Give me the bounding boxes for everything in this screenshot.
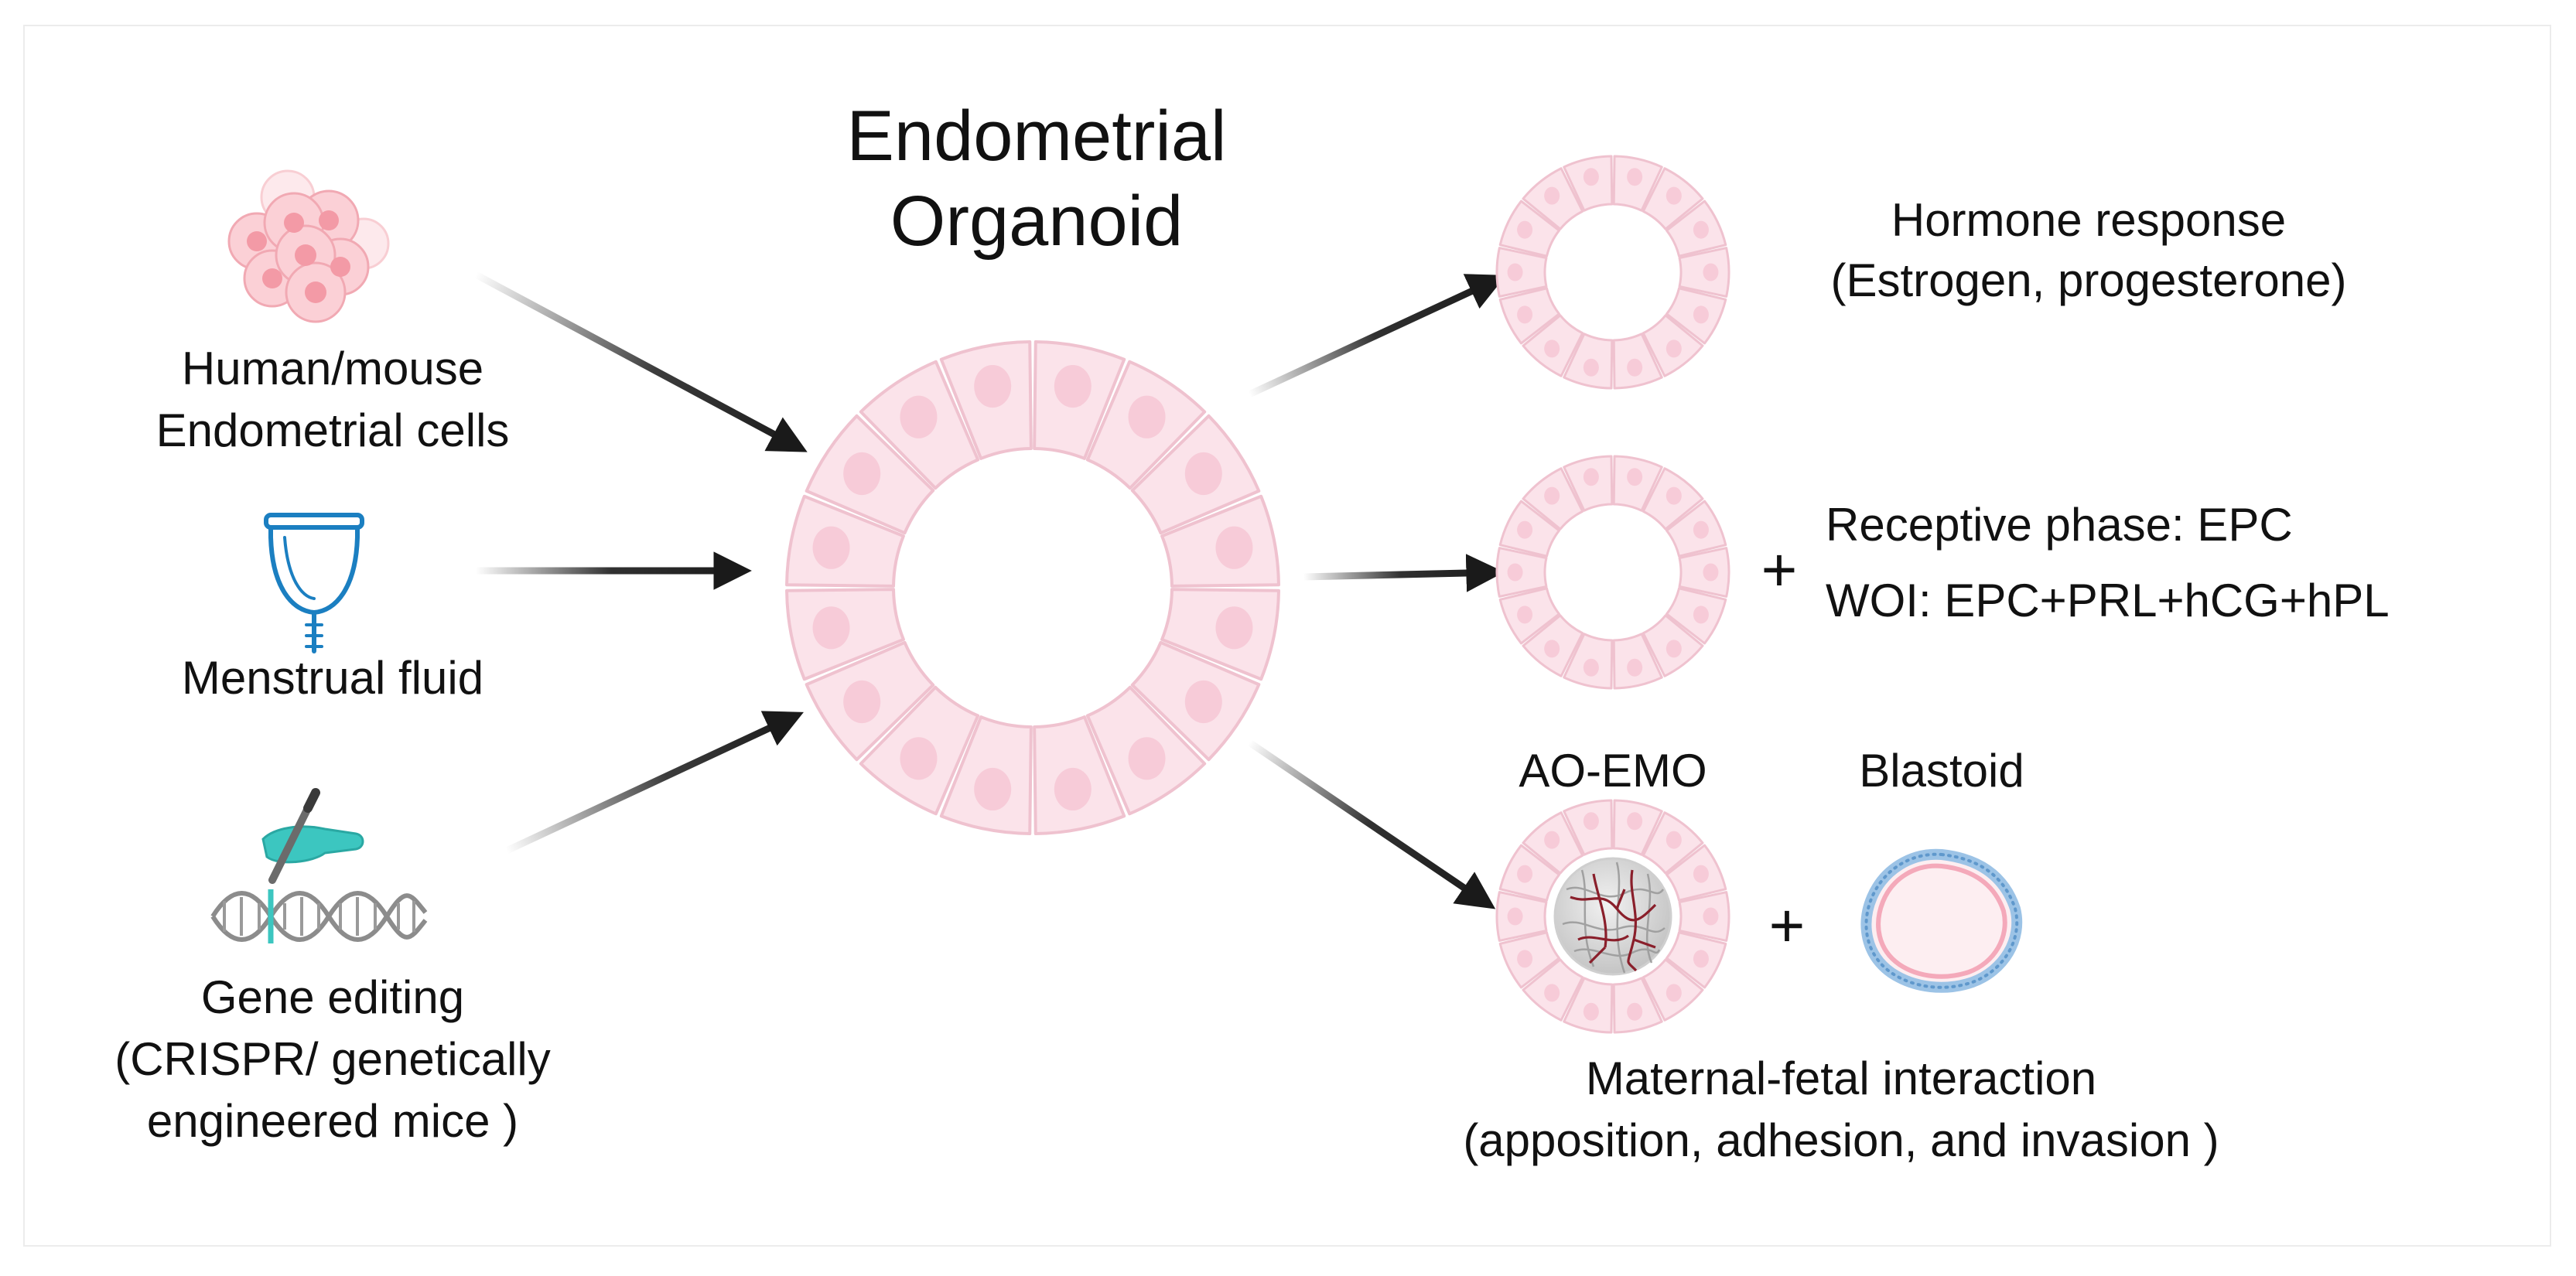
arrow-to-maternal-fetal bbox=[1247, 739, 1496, 909]
cell-nucleus bbox=[1666, 640, 1682, 658]
cell-nucleus bbox=[1517, 220, 1533, 239]
endometrial-cells-cluster-icon bbox=[227, 169, 390, 323]
cell-nucleus bbox=[1666, 339, 1682, 358]
cell-nucleus bbox=[1517, 950, 1533, 968]
cell-nucleus bbox=[1666, 186, 1682, 205]
cell-nucleus bbox=[1544, 486, 1560, 505]
title-line-1: Endometrial bbox=[846, 97, 1227, 176]
cell-nucleus bbox=[1703, 563, 1719, 582]
cell-nucleus bbox=[1544, 831, 1560, 849]
endometrial-organoid-large bbox=[785, 340, 1280, 835]
cell-nucleus bbox=[1583, 358, 1599, 377]
hormone-label-line-2: (Estrogen, progesterone) bbox=[1830, 254, 2347, 306]
arrow-to-receptive-phase bbox=[1303, 554, 1505, 592]
cell-nucleus bbox=[1507, 907, 1523, 926]
fluid-label: Menstrual fluid bbox=[181, 652, 484, 704]
cell-nucleus bbox=[1693, 606, 1709, 624]
cell-nucleus bbox=[900, 737, 938, 780]
cell-nucleus bbox=[1517, 520, 1533, 539]
gene-label-line-2: (CRISPR/ genetically bbox=[114, 1033, 551, 1085]
cell-nucleus bbox=[1627, 812, 1643, 831]
plus-sign-receptive: + bbox=[1761, 535, 1798, 604]
maternal-label-line-2: (apposition, adhesion, and invasion ) bbox=[1463, 1114, 2219, 1166]
cell-nucleus bbox=[1583, 468, 1599, 486]
title-line-2: Organoid bbox=[890, 182, 1184, 261]
cell-nucleus bbox=[1517, 305, 1533, 324]
cell-nucleus bbox=[1627, 658, 1643, 677]
cell-nucleus bbox=[1544, 339, 1560, 358]
cell-nucleus bbox=[1544, 186, 1560, 205]
maternal-label-line-1: Maternal-fetal interaction bbox=[1585, 1053, 2097, 1104]
cell-nucleus bbox=[1583, 812, 1599, 831]
organoid-receptive-phase bbox=[1495, 455, 1730, 690]
arrow-gene-to-organoid bbox=[505, 711, 804, 855]
cells-label-line-1: Human/mouse bbox=[181, 343, 484, 394]
cell-nucleus bbox=[1627, 168, 1643, 186]
gene-label-line-3: engineered mice ) bbox=[146, 1095, 519, 1147]
cell-nucleus bbox=[1507, 263, 1523, 281]
cell-nucleus bbox=[1627, 468, 1643, 486]
cell-nucleus bbox=[1128, 737, 1166, 780]
menstrual-cup-icon bbox=[264, 513, 364, 653]
cell-nucleus bbox=[1693, 220, 1709, 239]
cell-nucleus bbox=[843, 680, 881, 724]
receptive-label-line-2: WOI: EPC+PRL+hCG+hPL bbox=[1826, 575, 2390, 626]
cell-nucleus bbox=[1703, 907, 1719, 926]
cell-nucleus bbox=[1128, 395, 1166, 438]
cell-nucleus bbox=[974, 364, 1012, 408]
cell-nucleus bbox=[1583, 658, 1599, 677]
cell-nucleus bbox=[974, 767, 1012, 811]
cell-nucleus bbox=[1583, 168, 1599, 186]
plus-sign-maternal: + bbox=[1768, 891, 1806, 960]
cell-nucleus bbox=[1054, 364, 1092, 408]
cell-nucleus bbox=[1544, 984, 1560, 1002]
cell-nucleus bbox=[1693, 520, 1709, 539]
cell-nucleus bbox=[1627, 1002, 1643, 1021]
arrow-to-hormone-response bbox=[1248, 274, 1506, 398]
cell-nucleus bbox=[1583, 1002, 1599, 1021]
cell-nucleus bbox=[812, 526, 850, 569]
figure-frame bbox=[23, 25, 2551, 1247]
cell-nucleus bbox=[1693, 305, 1709, 324]
cell-nucleus bbox=[1666, 831, 1682, 849]
receptive-label-line-1: Receptive phase: EPC bbox=[1826, 499, 2293, 551]
cell-nucleus bbox=[1627, 358, 1643, 377]
organoid-ao-emo bbox=[1495, 799, 1730, 1034]
cell-nucleus bbox=[1666, 486, 1682, 505]
gene-editing-dna-icon bbox=[210, 788, 428, 943]
cells-label-line-2: Endometrial cells bbox=[155, 404, 510, 456]
ao-emo-label: AO-EMO bbox=[1519, 745, 1707, 797]
cell-nucleus bbox=[1184, 680, 1222, 724]
cell-nucleus bbox=[812, 606, 850, 650]
cell-nucleus bbox=[1517, 606, 1533, 624]
cell-nucleus bbox=[1693, 865, 1709, 883]
arrow-cells-to-organoid bbox=[473, 271, 808, 452]
cell-nucleus bbox=[1666, 984, 1682, 1002]
cell-nucleus bbox=[1544, 640, 1560, 658]
cell-nucleus bbox=[1054, 767, 1092, 811]
cell-nucleus bbox=[1215, 606, 1253, 650]
cell-nucleus bbox=[900, 395, 938, 438]
cell-nucleus bbox=[1703, 263, 1719, 281]
blastoid-label: Blastoid bbox=[1859, 745, 2024, 797]
cell-nucleus bbox=[1184, 452, 1222, 496]
cell-nucleus bbox=[1517, 865, 1533, 883]
organoid-hormone-response bbox=[1495, 155, 1730, 390]
gene-label-line-1: Gene editing bbox=[200, 971, 465, 1023]
hormone-label-line-1: Hormone response bbox=[1891, 194, 2287, 246]
ao-emo-vascular-mesh-icon bbox=[1553, 857, 1672, 976]
cell-nucleus bbox=[1215, 526, 1253, 569]
cell-nucleus bbox=[1507, 563, 1523, 582]
cell-nucleus bbox=[1693, 950, 1709, 968]
cell-nucleus bbox=[843, 452, 881, 496]
blastoid-icon bbox=[1860, 848, 2023, 993]
